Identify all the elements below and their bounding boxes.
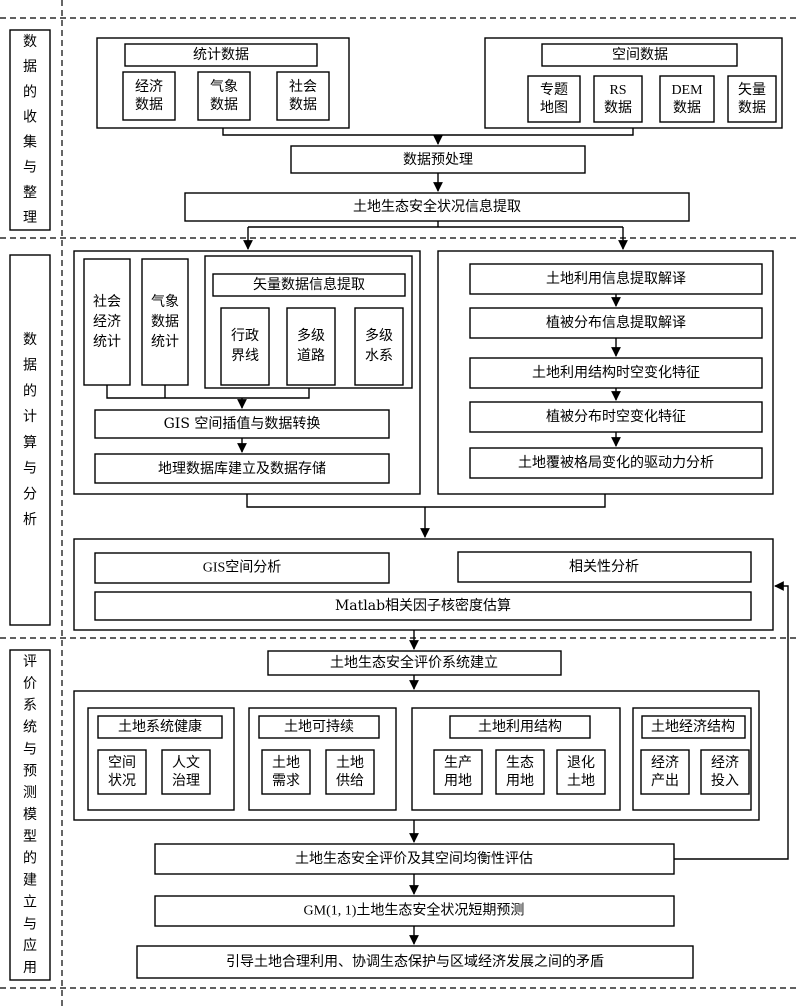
driving-force-label: 土地覆被格局变化的驱动力分析 bbox=[518, 455, 714, 471]
degraded-land-box: 退化土地 bbox=[567, 755, 595, 789]
section-label-analysis-text: 数据的计算与分析 bbox=[23, 332, 37, 528]
matlab-kde-label: Matlab相关因子核密度估算 bbox=[335, 597, 511, 614]
analysis-merge-panel: GIS空间分析 相关性分析 Matlab相关因子核密度估算 bbox=[73, 538, 774, 631]
spatial-data-title: 空间数据 bbox=[612, 47, 668, 63]
guide-box bbox=[136, 945, 694, 979]
statistical-data-title: 统计数据 bbox=[193, 47, 249, 63]
gis-spatial-analysis-label: GIS空间分析 bbox=[203, 560, 282, 576]
collection-connectors bbox=[222, 128, 634, 250]
guide-label: 引导土地合理利用、协调生态保护与区域经济发展之间的矛盾 bbox=[226, 954, 604, 970]
indicator-panel: 土地系统健康 空间状况 人文治理 土地可持续 土地需求 土地供给 土地利用结构 … bbox=[73, 690, 760, 821]
vegetation-extract-label: 植被分布信息提取解译 bbox=[546, 314, 686, 331]
section-label-evaluation: 评价系统与预测模型的建立与应用 bbox=[9, 649, 51, 981]
spatial-status-box: 空间状况 bbox=[108, 755, 136, 789]
economic-output-box: 经济产出 bbox=[651, 755, 679, 789]
section-label-collection: 数据的收集与整理 bbox=[9, 29, 51, 231]
vector-extract-title: 矢量数据信息提取 bbox=[253, 276, 365, 293]
production-land-box: 生产用地 bbox=[444, 755, 472, 789]
human-governance-box: 人文治理 bbox=[172, 755, 200, 789]
weather-data-box: 气象数据 bbox=[210, 79, 238, 113]
land-sustainability-title: 土地可持续 bbox=[284, 718, 354, 735]
vegetation-change-label: 植被分布时空变化特征 bbox=[546, 409, 686, 425]
section-label-collection-text: 数据的收集与整理 bbox=[23, 34, 37, 226]
landuse-change-label: 土地利用结构时空变化特征 bbox=[532, 365, 700, 381]
admin-boundary-box: 行政界线 bbox=[231, 328, 259, 364]
land-economic-structure-title: 土地经济结构 bbox=[651, 719, 735, 735]
extract-label: 土地生态安全状况信息提取 bbox=[353, 198, 521, 215]
thematic-map-box: 专题地图 bbox=[540, 82, 568, 116]
section-label-analysis: 数据的计算与分析 bbox=[9, 254, 51, 626]
social-data-box: 社会数据 bbox=[289, 79, 317, 113]
analysis-left-panel: 社会经济统计 气象数据统计 矢量数据信息提取 行政界线 多级道路 多级水系 GI… bbox=[73, 250, 421, 495]
analysis-merge-connectors bbox=[246, 494, 606, 538]
land-supply-box: 土地供给 bbox=[336, 755, 364, 789]
statistical-data-group: 统计数据 经济数据 气象数据 社会数据 bbox=[96, 37, 350, 129]
landuse-extract-label: 土地利用信息提取解译 bbox=[546, 270, 686, 287]
extract-box bbox=[184, 192, 690, 222]
land-system-health-title: 土地系统健康 bbox=[118, 718, 202, 735]
assessment-label: 土地生态安全评价及其空间均衡性评估 bbox=[295, 850, 533, 867]
social-economic-stats-box: 社会经济统计 bbox=[93, 294, 121, 350]
correlation-analysis-label: 相关性分析 bbox=[569, 559, 639, 575]
analysis-right-panel: 土地利用信息提取解译 植被分布信息提取解译 土地利用结构时空变化特征 植被分布时… bbox=[437, 250, 774, 495]
section-label-evaluation-text: 评价系统与预测模型的建立与应用 bbox=[23, 654, 37, 976]
land-use-structure-title: 土地利用结构 bbox=[478, 719, 562, 735]
forecast-label: GM(1, 1)土地生态安全状况短期预测 bbox=[304, 902, 525, 919]
land-demand-box: 土地需求 bbox=[272, 755, 300, 789]
economic-data-box: 经济数据 bbox=[135, 79, 163, 113]
geo-database-label: 地理数据库建立及数据存储 bbox=[158, 461, 326, 477]
road-network-box: 多级道路 bbox=[297, 327, 325, 364]
eval-system-box bbox=[267, 650, 562, 676]
feedback-arrow bbox=[674, 581, 789, 860]
water-system-box: 多级水系 bbox=[365, 327, 393, 364]
economic-input-box: 经济投入 bbox=[711, 755, 739, 789]
vector-data-box: 矢量数据 bbox=[738, 82, 766, 116]
ecological-land-box: 生态用地 bbox=[506, 755, 534, 789]
preprocess-label: 数据预处理 bbox=[403, 152, 473, 168]
weather-stats-box: 气象数据统计 bbox=[151, 294, 179, 350]
eval-system-label: 土地生态安全评价系统建立 bbox=[330, 654, 498, 671]
preprocess-box bbox=[290, 145, 586, 174]
gis-interpolation-label: GIS 空间插值与数据转换 bbox=[164, 415, 321, 432]
